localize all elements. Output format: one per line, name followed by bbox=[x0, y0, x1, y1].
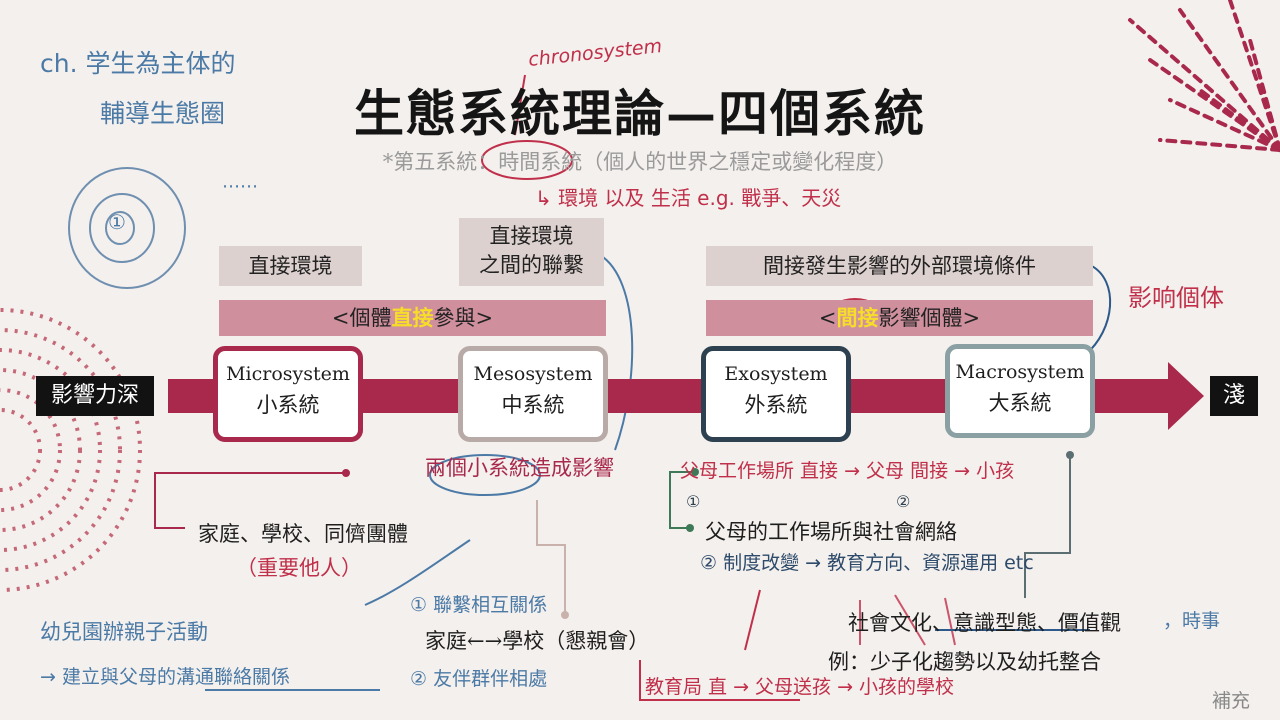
handwriting-left-bottom-2: → 建立與父母的溝通聯絡關係 bbox=[40, 666, 290, 688]
system-name-zh: 小系統 bbox=[256, 393, 320, 417]
tag-indirect-environment: 間接發生影響的外部環境條件 bbox=[706, 246, 1093, 286]
system-name-zh: 大系統 bbox=[988, 391, 1052, 415]
system-name-en: Macrosystem bbox=[955, 361, 1085, 383]
bar-indirect-influence: <間接影響個體> bbox=[706, 300, 1093, 336]
bar-right-suffix: 影響個體> bbox=[878, 306, 981, 330]
system-name-en: Microsystem bbox=[226, 363, 350, 385]
handwriting-left-bottom-1: 幼兒園辦親子活動 bbox=[40, 620, 208, 644]
handwriting-bottom-right: 教育局 直 → 父母送孩 → 小孩的學校 bbox=[645, 676, 955, 698]
system-name-en: Exosystem bbox=[724, 363, 828, 385]
axis-label-deep: 影響力深 bbox=[36, 376, 154, 416]
top-right-burst-decoration bbox=[1128, 0, 1280, 152]
handwriting-exo-number-2: ② bbox=[896, 492, 911, 511]
handwriting-top-left-2: 輔導生態圈 bbox=[100, 99, 226, 128]
system-name-en: Mesosystem bbox=[473, 363, 593, 385]
handwriting-ellipsis: ⋯⋯ bbox=[222, 176, 258, 197]
supplement-label: 補充 bbox=[1212, 690, 1251, 712]
system-name-zh: 中系統 bbox=[501, 393, 565, 417]
handwriting-top-left-1: ch. 学生為主体的 bbox=[40, 49, 236, 78]
axis-label-shallow: 淺 bbox=[1210, 376, 1258, 416]
bar-right-highlight: 間接 bbox=[836, 305, 879, 330]
handwriting-macro-extra: ，時事 bbox=[1163, 610, 1221, 632]
bottom-left-dots-decoration bbox=[0, 308, 142, 592]
handwriting-exo-number-1: ① bbox=[686, 492, 701, 511]
tag-between-environment: 直接環境 之間的聯繫 bbox=[459, 218, 604, 286]
page-title: 生態系統理論—四個系統 bbox=[354, 84, 926, 143]
handwriting-micro-note: （重要他人） bbox=[236, 556, 362, 580]
handwriting-exo-note-top: 父母工作場所 直接 → 父母 間接 → 小孩 bbox=[680, 460, 1015, 482]
handwriting-impact-individual: 影响個体 bbox=[1128, 284, 1224, 312]
tag-indirect-environment-text: 間接發生影響的外部環境條件 bbox=[763, 254, 1036, 278]
handwriting-exo-note-bottom: ② 制度改變 → 教育方向、資源運用 etc bbox=[700, 552, 1034, 574]
micro-example: 家庭、學校、同儕團體 bbox=[198, 522, 408, 546]
system-box-exo: Exosystem 外系統 bbox=[701, 346, 851, 442]
macro-example-policy: 例：少子化趨勢以及幼托整合 bbox=[828, 650, 1101, 674]
page-subtitle: *第五系統：時間系統（個人的世界之穩定或變化程度） bbox=[382, 150, 898, 174]
handwriting-center-number: ① bbox=[108, 210, 126, 234]
meso-caption: 兩個小系統造成影響 bbox=[425, 456, 614, 480]
hand-drawn-circles bbox=[68, 167, 186, 289]
bar-right-prefix: < bbox=[818, 306, 837, 330]
bar-left-prefix: <個體 bbox=[331, 306, 392, 330]
connector-lines bbox=[154, 451, 1074, 619]
system-box-micro: Microsystem 小系統 bbox=[213, 346, 363, 442]
bar-direct-participation: <個體直接參與> bbox=[219, 300, 606, 336]
exo-example: 父母的工作場所與社會網絡 bbox=[705, 520, 957, 544]
handwriting-meso-note-2: ② 友伴群伴相處 bbox=[410, 668, 548, 690]
handwriting-chrono-note: ↳ 環境 以及 生活 e.g. 戰爭、天災 bbox=[535, 186, 842, 210]
influence-axis-arrowhead bbox=[1168, 362, 1204, 430]
handwriting-meso-note-1: ① 聯繫相互關係 bbox=[410, 594, 548, 616]
system-box-meso: Mesosystem 中系統 bbox=[458, 346, 608, 442]
meso-example: 家庭←→學校（懇親會） bbox=[425, 629, 650, 653]
system-name-zh: 外系統 bbox=[744, 393, 808, 417]
bar-left-suffix: 參與> bbox=[433, 306, 494, 330]
system-box-macro: Macrosystem 大系統 bbox=[945, 344, 1095, 438]
macro-example-culture: 社會文化、意識型態、價值觀 bbox=[848, 611, 1121, 635]
tag-direct-environment: 直接環境 bbox=[219, 246, 362, 286]
bar-left-highlight: 直接 bbox=[391, 305, 434, 330]
